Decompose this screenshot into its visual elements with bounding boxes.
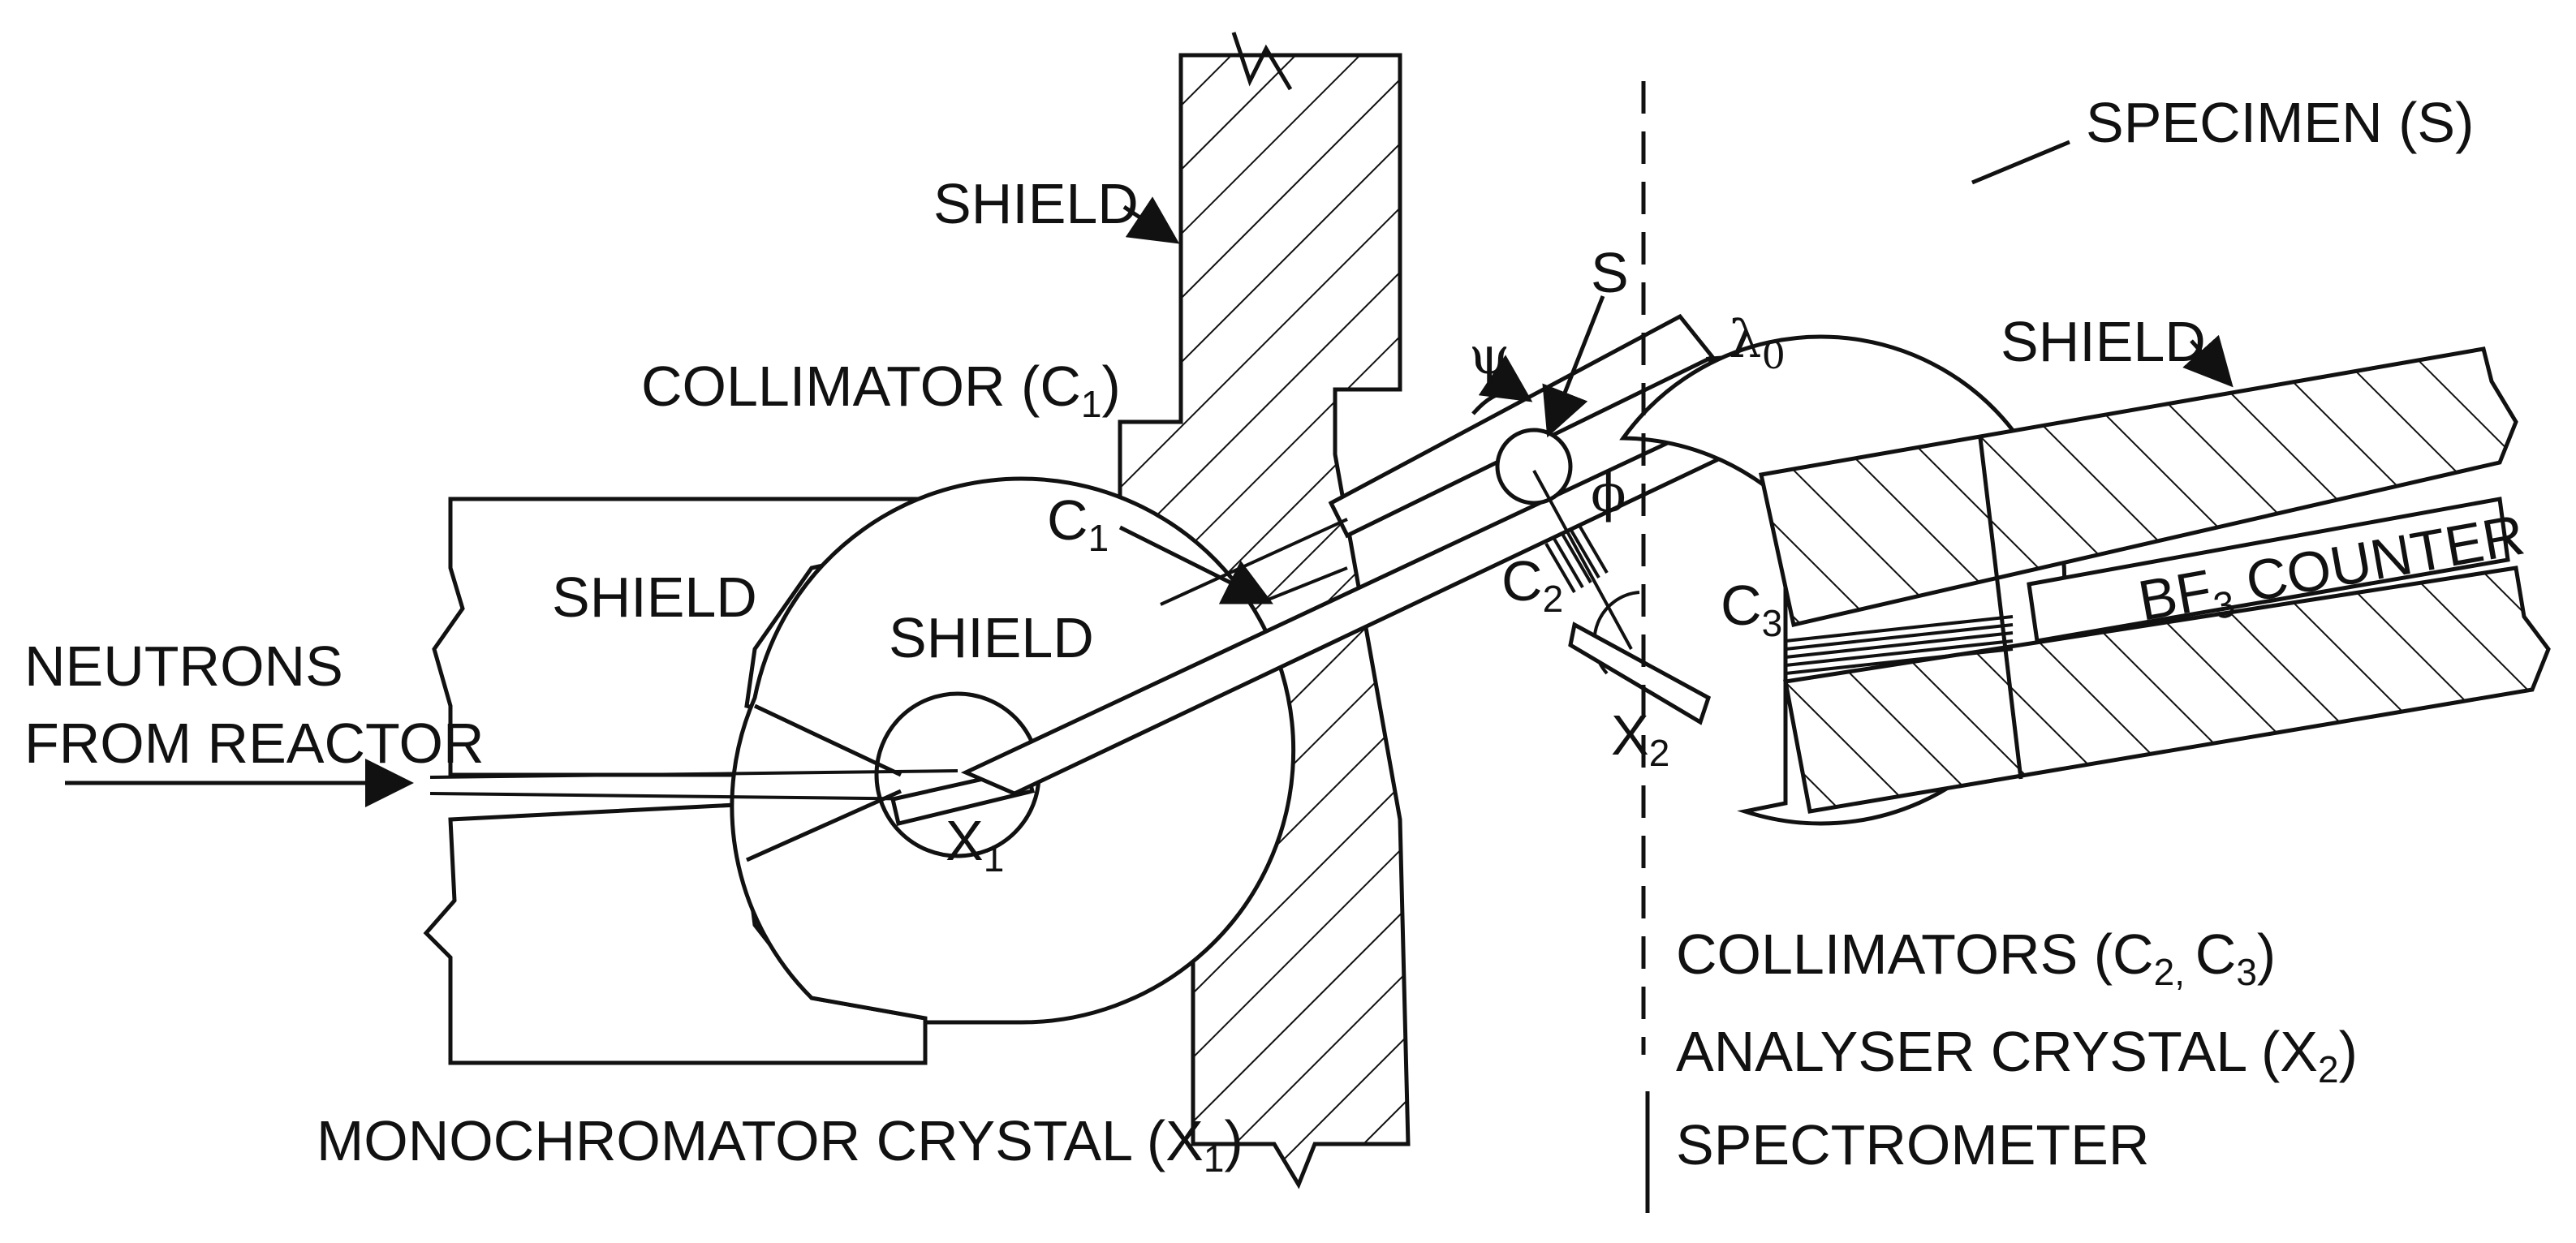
collimator-c3 (1785, 615, 2014, 675)
collimators-c2-c3-label: COLLIMATORS (C2, C3) (1676, 923, 2276, 993)
lambda-symbol: λ0 (1729, 310, 1786, 377)
spectrometer-label: SPECTROMETER (1676, 1113, 2149, 1176)
s-marker: S (1591, 241, 1629, 304)
incoming-neutron-beam (65, 759, 958, 807)
c3-marker: C3 (1721, 574, 1782, 644)
shield-right-label: SHIELD (2001, 310, 2206, 373)
phi-symbol: ϕ (1591, 464, 1626, 524)
leader-arrows (1118, 140, 2234, 1213)
neutrons-label-line1: NEUTRONS (24, 634, 343, 698)
neutrons-label-line2: FROM REACTOR (24, 712, 485, 775)
collimator-c2 (1544, 523, 1609, 594)
right-shield-block (1759, 346, 2551, 814)
c1-marker: C1 (1047, 488, 1109, 559)
shield-top-label: SHIELD (933, 172, 1139, 235)
monochromator-label: MONOCHROMATOR CRYSTAL (X1) (317, 1109, 1243, 1180)
x1-marker: X1 (946, 809, 1004, 880)
analyser-label: ANALYSER CRYSTAL (X2) (1676, 1020, 2358, 1090)
shield-left-block-label: SHIELD (552, 566, 757, 629)
shield-left-drum-label: SHIELD (889, 606, 1094, 669)
psi-symbol: ψ (1469, 326, 1510, 386)
c2-marker: C2 (1501, 549, 1563, 620)
collimator-c1-label: COLLIMATOR (C1) (641, 355, 1121, 425)
specimen-label: SPECIMEN (S) (2086, 91, 2474, 154)
x2-marker: X2 (1611, 703, 1669, 774)
